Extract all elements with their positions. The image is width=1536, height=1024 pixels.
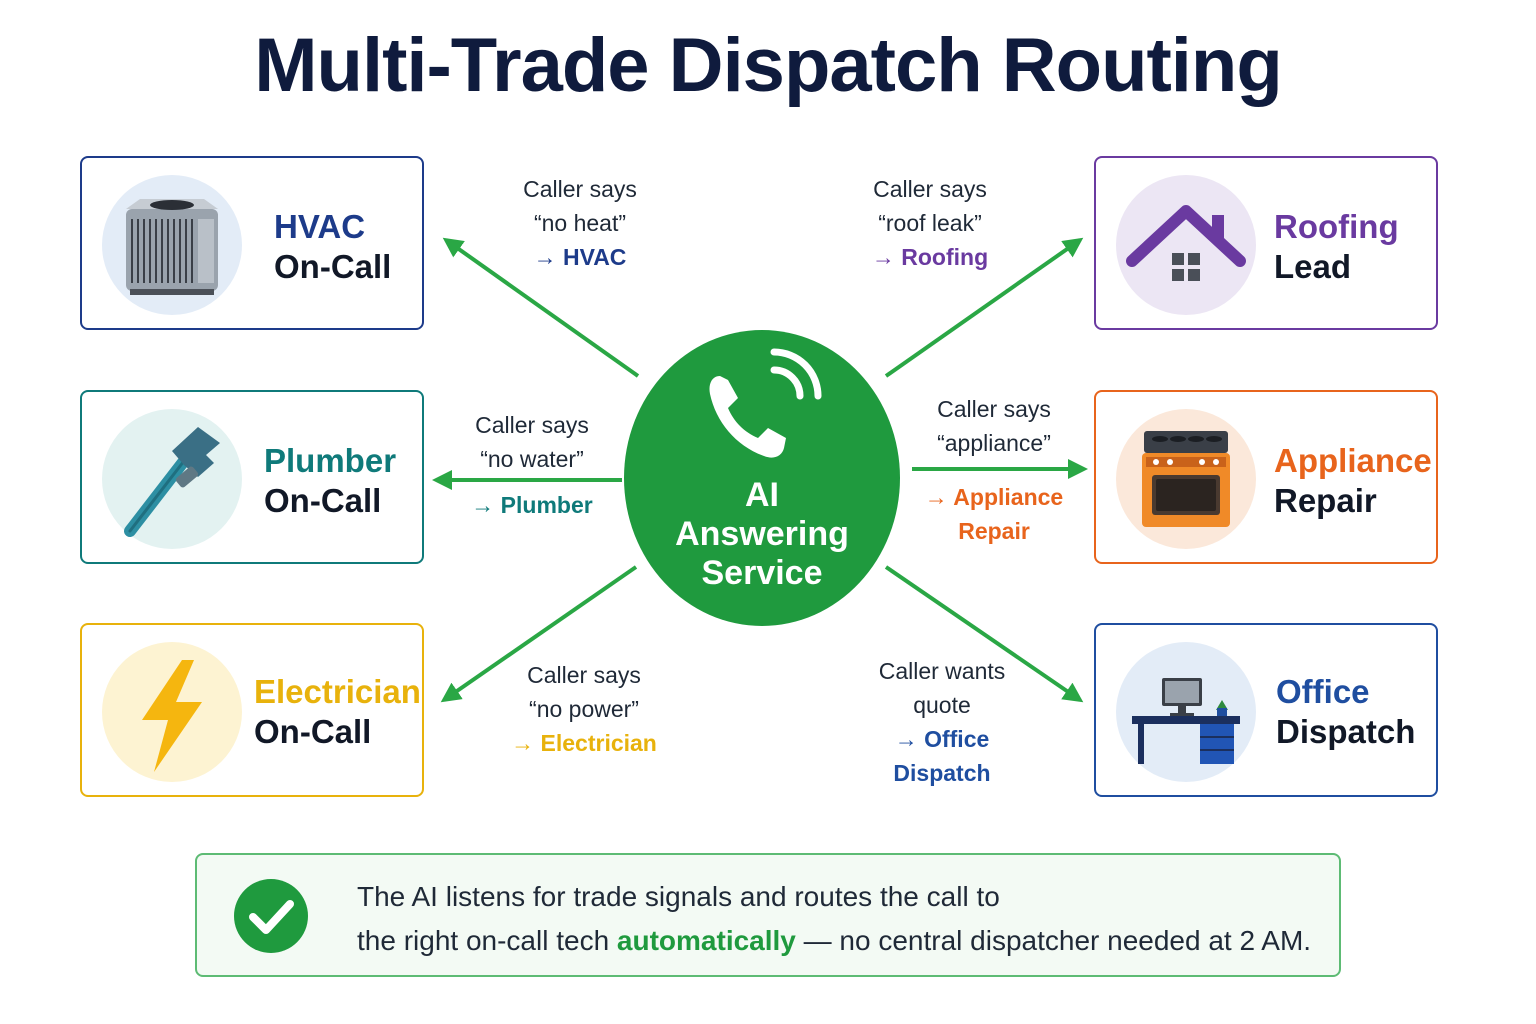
route-electrician-line1: Caller says: [527, 662, 641, 688]
air-conditioner-icon: [126, 199, 218, 295]
route-appliance-line1: Caller says: [937, 396, 1051, 422]
route-roofing-target: → Roofing: [871, 244, 989, 270]
route-plumber-target: → Plumber: [471, 492, 593, 518]
route-office-target-2: Dispatch: [893, 760, 991, 786]
hvac-card: HVAC On-Call: [80, 156, 424, 330]
roofing-card: Roofing Lead: [1094, 156, 1438, 330]
route-hvac-line2: “no heat”: [533, 210, 627, 236]
hvac-subtitle: On-Call: [274, 248, 392, 285]
lightning-bolt-icon: [142, 660, 202, 772]
office-card: Office Dispatch: [1094, 623, 1438, 797]
plumber-title: Plumber: [264, 442, 397, 479]
route-office-target-1: → Office: [894, 726, 990, 752]
hvac-title: HVAC: [274, 208, 366, 245]
office-icon-disc: [1116, 642, 1256, 782]
office-desk-icon: [1132, 678, 1240, 764]
hvac-icon-disc: [102, 175, 242, 315]
hub-label: AI Answering Service: [624, 476, 900, 593]
plumber-card: Plumber On-Call: [80, 390, 424, 564]
route-hvac-target: → HVAC: [533, 244, 627, 270]
stove-oven-icon: [1142, 431, 1230, 527]
roofing-subtitle: Lead: [1274, 248, 1352, 285]
route-electrician-target: → Electrician: [511, 730, 657, 756]
hub-label-line: AI Answering Service: [675, 476, 849, 592]
summary-line-1: The AI listens for trade signals and rou…: [357, 881, 1000, 912]
electrician-card: Electrician On-Call: [80, 623, 424, 797]
page-title: Multi-Trade Dispatch Routing: [254, 23, 1283, 108]
phone-ringing-icon: [709, 348, 822, 458]
plumber-icon-disc: [102, 409, 242, 549]
appliance-icon-disc: [1116, 409, 1256, 549]
summary-note: The AI listens for trade signals and rou…: [195, 853, 1341, 977]
summary-line-2-end: — no central dispatcher needed at 2 AM.: [795, 925, 1312, 956]
roofing-title: Roofing: [1274, 208, 1399, 245]
route-appliance-line2: “appliance”: [937, 430, 1051, 456]
arrow-to-electrician: [440, 565, 638, 703]
route-electrician-line2: “no power”: [529, 696, 639, 722]
route-label-appliance: Caller says “appliance” → Appliance Repa…: [906, 392, 1082, 548]
route-hvac-line1: Caller says: [523, 176, 637, 202]
arrow-to-hvac: [442, 237, 640, 378]
appliance-subtitle: Repair: [1274, 482, 1377, 519]
appliance-title: Appliance: [1274, 442, 1432, 479]
route-label-electrician: Caller says “no power” → Electrician: [496, 658, 672, 760]
office-title: Office: [1276, 673, 1370, 710]
route-label-hvac: Caller says “no heat” → HVAC: [496, 172, 664, 274]
summary-line-2: the right on-call tech automatically — n…: [357, 919, 1311, 963]
wrench-icon: [124, 427, 220, 537]
route-office-line2: quote: [913, 692, 971, 718]
check-circle-icon: [234, 879, 308, 953]
route-plumber-line1: Caller says: [475, 412, 589, 438]
route-label-roofing: Caller says “roof leak” → Roofing: [846, 172, 1014, 274]
office-subtitle: Dispatch: [1276, 713, 1416, 750]
route-appliance-target-2: Repair: [958, 518, 1030, 544]
electrician-subtitle: On-Call: [254, 713, 372, 750]
route-roofing-line1: Caller says: [873, 176, 987, 202]
route-label-office: Caller wants quote → Office Dispatch: [858, 654, 1026, 790]
roofing-icon-disc: [1116, 175, 1256, 315]
plumber-subtitle: On-Call: [264, 482, 382, 519]
electrician-icon-disc: [102, 642, 242, 782]
house-roof-icon: [1126, 205, 1246, 281]
electrician-title: Electrician: [254, 673, 421, 710]
route-roofing-line2: “roof leak”: [878, 210, 982, 236]
summary-highlight: automatically: [616, 925, 796, 956]
ai-answering-service-hub: AI Answering Service: [624, 330, 900, 626]
arrow-to-office: [884, 565, 1084, 703]
summary-text: The AI listens for trade signals and rou…: [357, 875, 1311, 963]
route-appliance-target-1: → Appliance: [924, 484, 1064, 510]
route-label-plumber: Caller says “no water” → Plumber: [446, 408, 618, 522]
appliance-card: Appliance Repair: [1094, 390, 1438, 564]
route-plumber-line2: “no water”: [480, 446, 584, 472]
arrow-to-roofing: [884, 237, 1084, 378]
summary-line-2-start: the right on-call tech: [357, 925, 617, 956]
route-office-line1: Caller wants: [878, 658, 1006, 684]
